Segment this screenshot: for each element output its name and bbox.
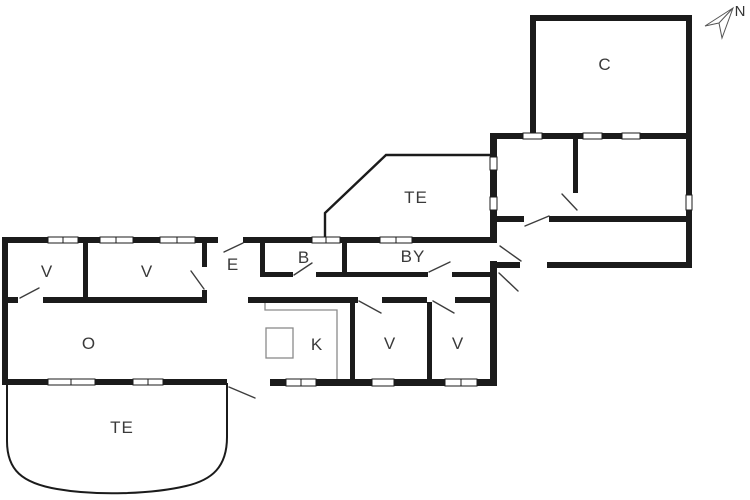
compass: N: [704, 3, 746, 40]
room-label-terrace-lower: TE: [110, 418, 134, 437]
lower-terrace-outline: [6, 383, 228, 495]
kitchen-island: [265, 327, 294, 359]
room-label-carport: C: [598, 55, 611, 74]
entrance-door-swing: [223, 242, 244, 253]
north-arrow-icon: [704, 6, 734, 40]
north-label: N: [735, 3, 746, 20]
bedroom3-door-swing: [358, 300, 382, 314]
room-label-terrace-upper: TE: [404, 188, 428, 207]
south-room-door-swing: [499, 245, 522, 262]
east-exit-door-swing: [498, 272, 519, 292]
room-labels: C TE BY B E V V O K V V TE: [41, 55, 611, 437]
kitchen-fittings: [264, 303, 338, 379]
terrace-door-swing: [228, 386, 256, 399]
doors: [19, 193, 578, 399]
room-label-entrance: E: [227, 255, 239, 274]
room-label-bedroom-2: V: [141, 262, 153, 281]
bedroom4-door-swing: [432, 300, 455, 314]
right-wing-room-door-swing: [561, 193, 578, 211]
bedroom1-door-swing: [19, 287, 40, 299]
right-wing-hall-door-swing: [524, 215, 550, 227]
walls: [2, 15, 692, 386]
utility-door-swing: [428, 261, 451, 273]
room-label-bedroom-3: V: [384, 334, 396, 353]
bathroom-door-swing: [293, 262, 313, 276]
room-label-bathroom: B: [298, 248, 310, 267]
room-label-bedroom-4: V: [452, 334, 464, 353]
kitchen-counter-line: [264, 303, 338, 379]
windows: [47, 132, 693, 387]
room-label-bedroom-1: V: [41, 262, 53, 281]
bedroom2-door-swing: [190, 270, 205, 290]
room-label-utility: BY: [401, 247, 426, 266]
room-label-kitchen: K: [311, 335, 323, 354]
room-label-living-room: O: [82, 334, 96, 353]
